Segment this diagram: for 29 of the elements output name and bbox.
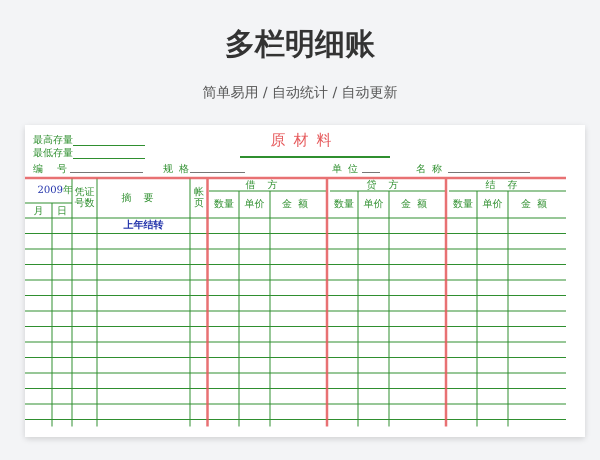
column-header: 帐页 (193, 186, 205, 211)
column-header: 单价 (482, 198, 504, 212)
column-header: 月 (32, 204, 44, 218)
page-title: 多栏明细账 (224, 26, 376, 64)
column-header: 2009 (37, 184, 63, 197)
column-header: 数量 (452, 198, 474, 212)
field-label: 规格 (165, 163, 193, 175)
column-header: 结存 (484, 179, 530, 191)
column-header: 单价 (362, 198, 384, 212)
field-label: 编号 (33, 163, 69, 175)
column-header: 凭证号数 (74, 186, 96, 211)
column-header: 借方 (244, 179, 290, 191)
subtitle: 简单易用 / 自动统计 / 自动更新 (201, 84, 399, 104)
column-header: 数量 (333, 198, 355, 212)
field-label: 单位 (334, 163, 362, 175)
column-header: 贷方 (366, 179, 412, 191)
field-label: 最低存量 (33, 147, 74, 159)
column-header: 金额 (400, 198, 434, 212)
column-header: 金额 (281, 198, 315, 212)
column-header: 年 (63, 184, 73, 197)
entry-text: 上年结转 (122, 218, 164, 233)
column-header: 金额 (520, 198, 554, 212)
field-label: 名称 (418, 163, 446, 175)
column-header: 日 (56, 204, 68, 218)
form-title: 原材料 (270, 130, 340, 151)
column-header: 数量 (213, 198, 235, 212)
column-header: 单价 (244, 198, 266, 212)
column-header: 摘要 (120, 192, 166, 206)
field-label: 最高存量 (33, 134, 74, 146)
